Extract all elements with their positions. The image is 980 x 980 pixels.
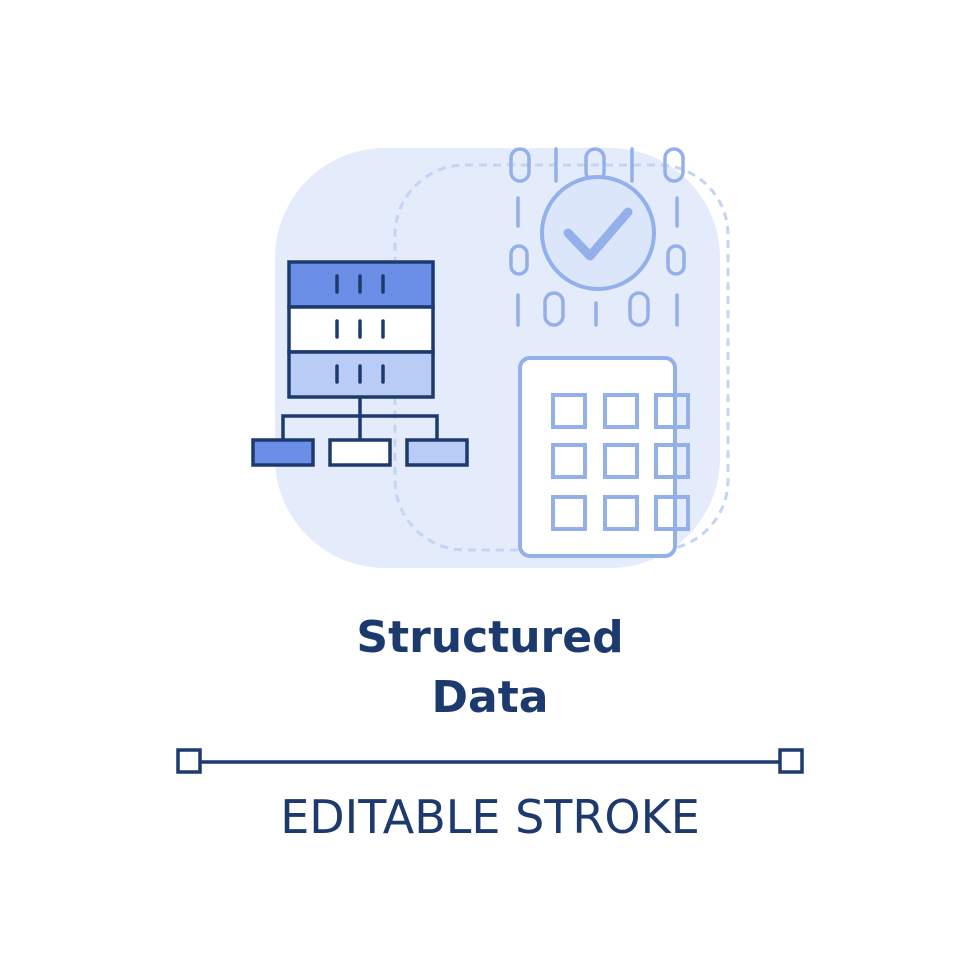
grid-table-icon (518, 356, 690, 558)
title-line-2: Data (431, 672, 549, 723)
title-line-1: Structured (356, 612, 624, 663)
binary-code-icon (509, 147, 686, 327)
hierarchy-icon (251, 397, 469, 467)
stroke-handle-right (778, 748, 804, 774)
stroke-handle-left (176, 748, 202, 774)
editable-stroke-caption: EDITABLE STROKE (280, 790, 700, 844)
server-rack-icon (287, 260, 435, 399)
checkmark-icon (540, 175, 656, 291)
structured-data-icon (251, 147, 730, 568)
editable-stroke-line (176, 748, 804, 774)
